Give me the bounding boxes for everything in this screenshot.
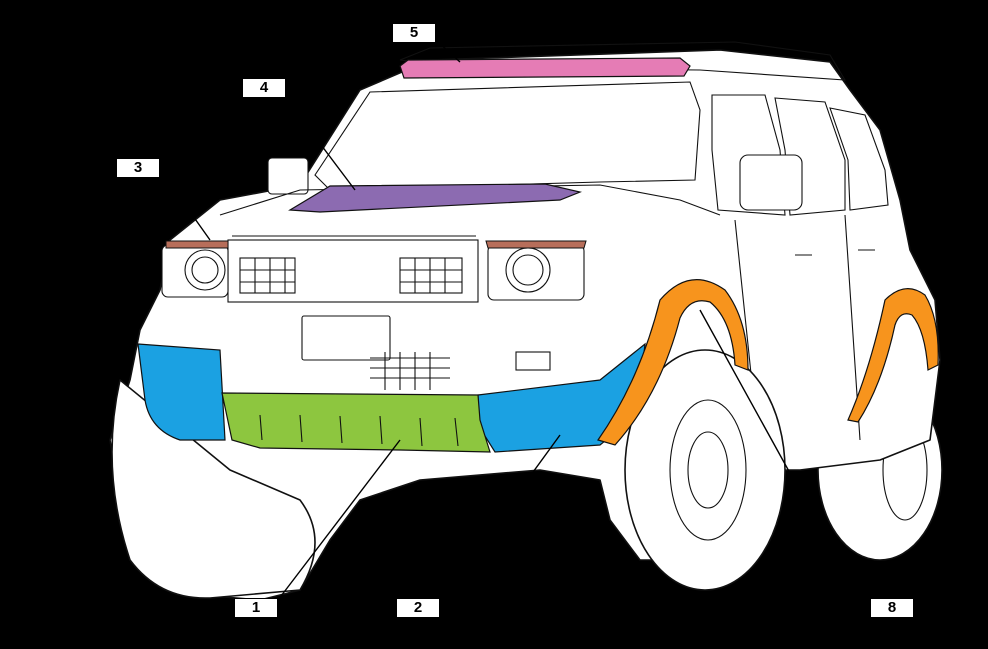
headlight-trim-left	[165, 240, 229, 249]
headlight-trim-right	[485, 240, 587, 249]
front-wheel-left	[111, 379, 316, 599]
callout-5: 5	[392, 23, 436, 43]
headlight-left	[161, 244, 229, 298]
callout-1: 1	[234, 598, 278, 618]
headlight-right	[487, 244, 585, 301]
callout-3: 3	[116, 158, 160, 178]
callout-4: 4	[242, 78, 286, 98]
fender-flare-rear	[847, 288, 939, 423]
callout-2: 2	[396, 598, 440, 618]
skid-plate	[221, 392, 491, 453]
fender-flare-front	[597, 279, 749, 446]
hood-scoop	[288, 183, 583, 213]
leader-lines	[165, 41, 861, 601]
callout-8: 8	[870, 598, 914, 618]
grille-pattern	[239, 257, 463, 294]
front-wheel-right	[624, 349, 786, 591]
license-plate	[301, 315, 391, 361]
bumper-corner-left	[137, 343, 226, 441]
fog-lamp-right	[515, 351, 551, 371]
roof-light-bar	[399, 57, 691, 79]
